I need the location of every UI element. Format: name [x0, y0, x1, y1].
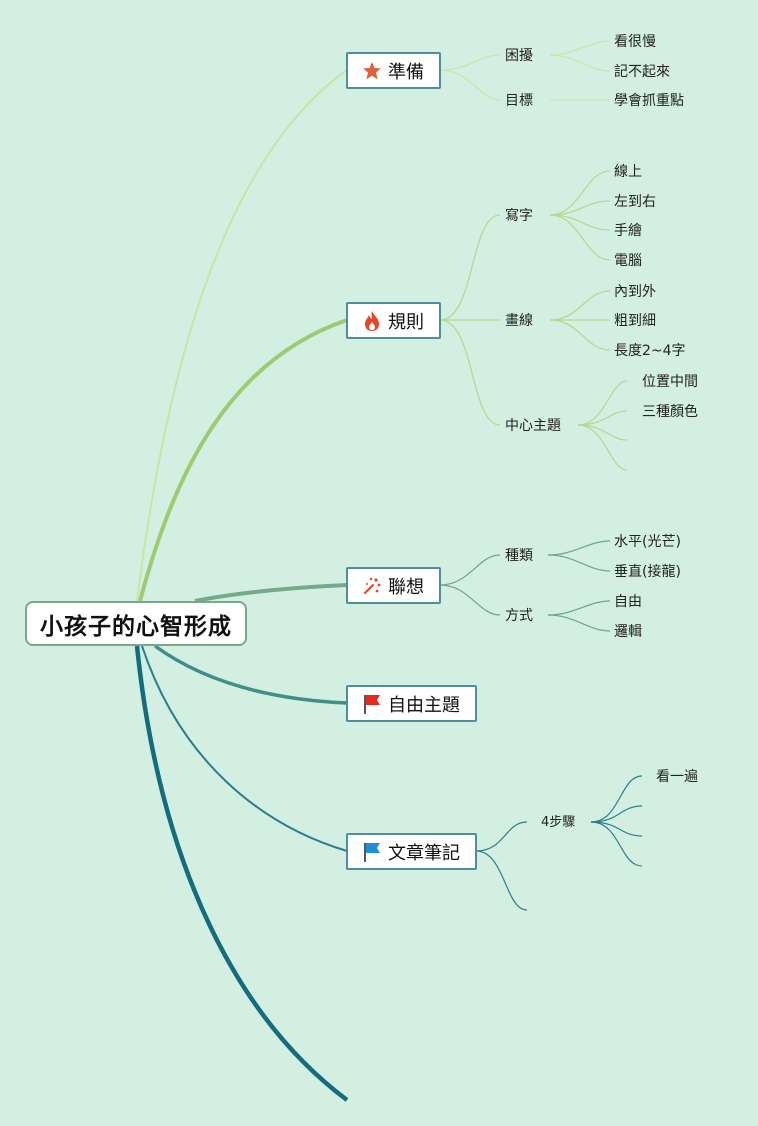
leaf-vertical[interactable]: 垂直(接龍) [614, 564, 681, 580]
branch-article-notes-label: 文章筆記 [388, 842, 460, 864]
subtopic-trouble[interactable]: 困擾 [505, 48, 533, 64]
connector-root-article-notes [141, 645, 348, 852]
branch-preparation[interactable]: 準備 [346, 52, 441, 89]
leaf-on-line[interactable]: 線上 [614, 164, 642, 180]
branch-rules[interactable]: 規則 [346, 302, 441, 339]
association-subtree-connectors [439, 540, 611, 632]
leaf-horizontal[interactable]: 水平(光芒) [614, 534, 681, 550]
branch-free-topic[interactable]: 自由主題 [346, 685, 477, 722]
subtopic-writing[interactable]: 寫字 [505, 208, 533, 224]
branch-association[interactable]: 聯想 [346, 567, 441, 604]
leaf-read-once[interactable]: 看一遍 [656, 769, 698, 785]
leaf-length-2-4-chars[interactable]: 長度2~4字 [614, 343, 686, 359]
leaf-hand-drawn[interactable]: 手繪 [614, 223, 642, 239]
branch-preparation-label: 準備 [388, 61, 424, 83]
connector-root-association [194, 583, 348, 603]
leaf-thick-to-thin[interactable]: 粗到細 [614, 313, 656, 329]
article-notes-subtree-connectors [475, 775, 643, 911]
leaf-learn-key-points[interactable]: 學會抓重點 [614, 93, 684, 109]
leaf-free[interactable]: 自由 [614, 594, 642, 610]
leaf-three-colors[interactable]: 三種顏色 [642, 404, 698, 420]
blue-flag-icon [364, 842, 380, 862]
subtopic-line-drawing[interactable]: 畫線 [505, 313, 533, 329]
subtopic-types[interactable]: 種類 [505, 548, 533, 564]
branch-article-notes[interactable]: 文章筆記 [346, 833, 477, 870]
leaf-read-slowly[interactable]: 看很慢 [614, 34, 656, 50]
leaf-logic[interactable]: 邏輯 [614, 624, 642, 640]
branch-rules-label: 規則 [388, 311, 424, 333]
root-topic-label: 小孩子的心智形成 [40, 613, 232, 640]
branch-free-topic-label: 自由主題 [388, 694, 460, 716]
root-topic[interactable]: 小孩子的心智形成 [25, 601, 247, 646]
connector-root-rules [138, 318, 348, 602]
connector-root-empty-branch [134, 645, 349, 1102]
leaf-inside-out[interactable]: 內到外 [614, 284, 656, 300]
connector-root-preparation [136, 69, 348, 602]
leaf-cannot-remember[interactable]: 記不起來 [614, 64, 670, 80]
preparation-subtree-connectors [439, 40, 611, 101]
leaf-computer[interactable]: 電腦 [614, 253, 642, 269]
branch-association-label: 聯想 [388, 576, 424, 598]
subtopic-methods[interactable]: 方式 [505, 608, 533, 624]
star-icon [363, 61, 381, 79]
leaf-centered-position[interactable]: 位置中間 [642, 374, 698, 390]
subtopic-four-steps[interactable]: 4步驟 [541, 815, 576, 830]
leaf-left-to-right[interactable]: 左到右 [614, 194, 656, 210]
fire-icon [365, 310, 379, 331]
sparkle-icon [364, 577, 381, 594]
connector-root-free-topic [153, 644, 348, 705]
rules-subtree-connectors [439, 170, 628, 471]
subtopic-goal[interactable]: 目標 [505, 93, 533, 109]
red-flag-icon [364, 694, 380, 714]
subtopic-central-topic[interactable]: 中心主題 [505, 418, 561, 434]
